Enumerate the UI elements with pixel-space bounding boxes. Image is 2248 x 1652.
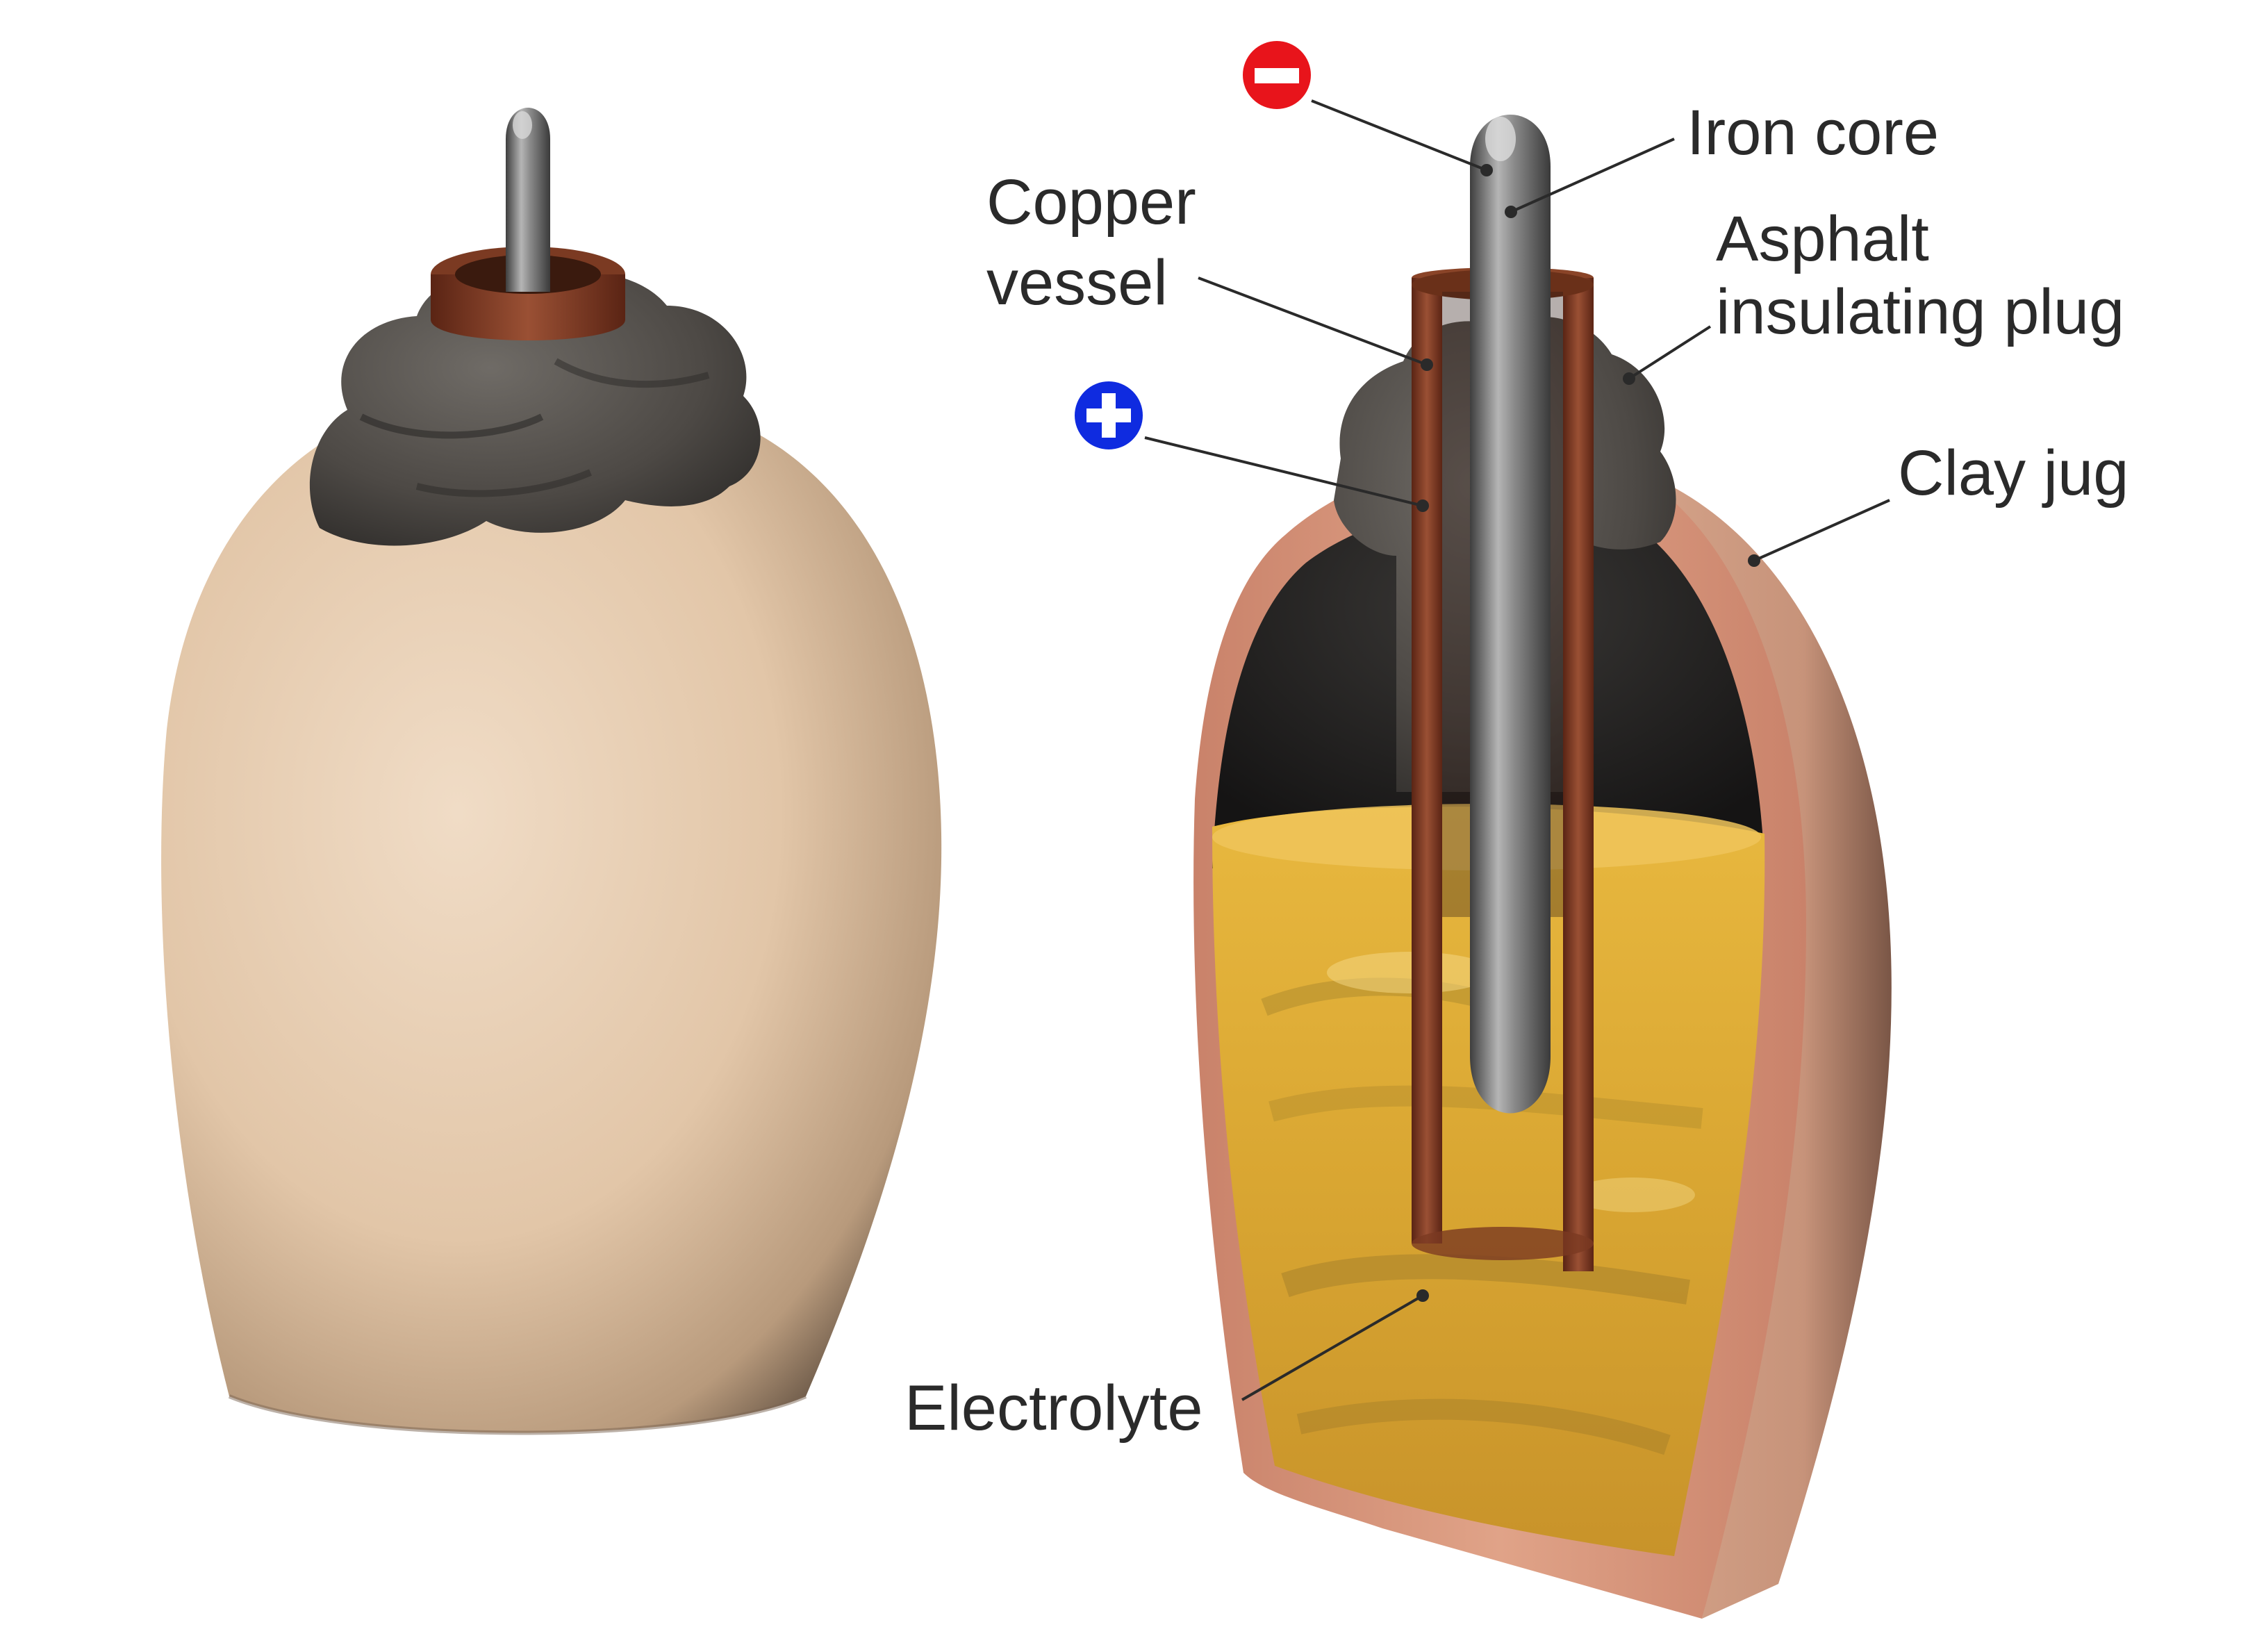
- iron-core-rod: [1470, 115, 1551, 1114]
- minus-icon: [1255, 68, 1299, 83]
- label-asphalt-line2: insulating plug: [1716, 276, 2124, 347]
- plus-icon-v: [1102, 393, 1116, 438]
- leader-lines: [1144, 99, 1890, 1401]
- label-electrolyte: Electrolyte: [904, 1373, 1203, 1444]
- positive-terminal: [1071, 377, 1147, 454]
- jug-cutaway-view: [1193, 115, 1892, 1619]
- label-asphalt-line1: Asphalt: [1716, 204, 1929, 274]
- copper-vessel-right-wall: [1563, 278, 1594, 1271]
- clay-jug-body: [161, 398, 942, 1433]
- jug-exterior-view: [161, 108, 942, 1435]
- label-copper-vessel-line1: Copper: [986, 167, 1196, 238]
- labels: Iron core Copper vessel Asphalt insulati…: [904, 97, 2129, 1444]
- label-clay-jug: Clay jug: [1898, 438, 2129, 509]
- iron-rod: [506, 108, 550, 292]
- copper-vessel-left-wall: [1412, 278, 1442, 1244]
- asphalt-plug: [309, 272, 761, 546]
- label-iron-core: Iron core: [1687, 97, 1939, 168]
- label-copper-vessel-line2: vessel: [986, 247, 1168, 318]
- clay-jug-exterior-right: [1598, 459, 1892, 1619]
- negative-terminal: [1239, 37, 1315, 113]
- electrolyte-fill: [1212, 807, 1765, 1556]
